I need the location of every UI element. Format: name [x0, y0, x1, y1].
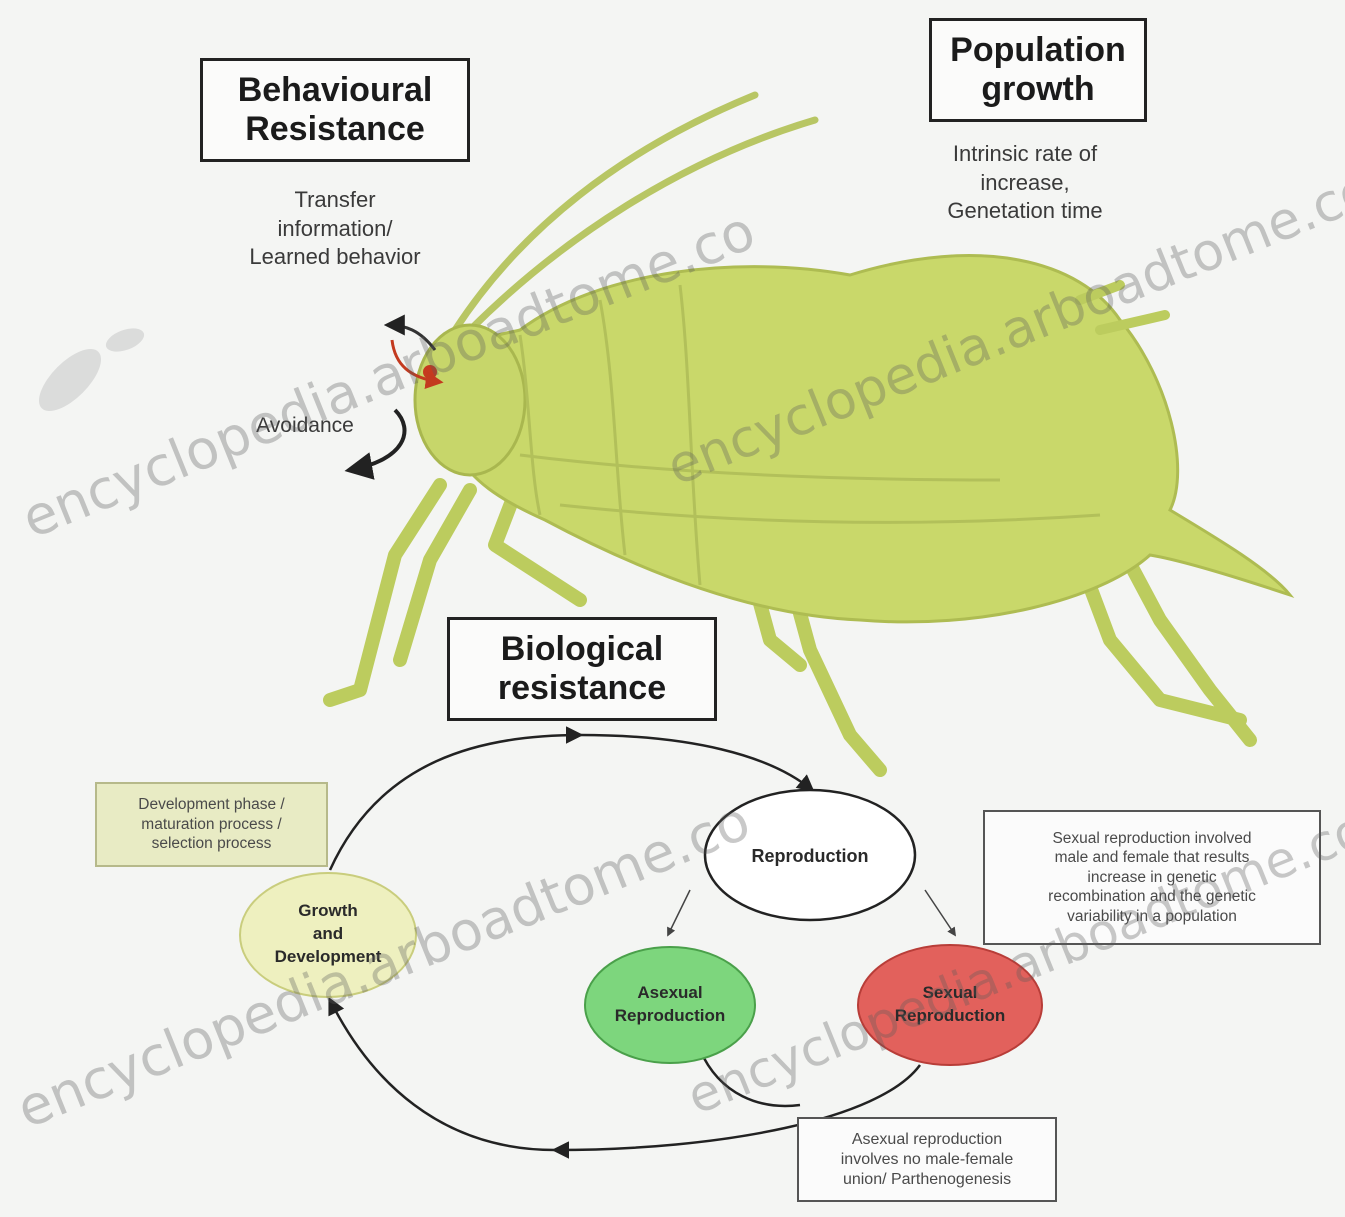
- sexual-label: Sexual Reproduction: [870, 982, 1030, 1028]
- asexual-label: Asexual Reproduction: [590, 982, 750, 1028]
- growth-label: Growth and Development: [240, 900, 416, 969]
- asexual-note-box: Asexual reproduction involves no male-fe…: [797, 1117, 1057, 1202]
- behavioural-resistance-title: Behavioural Resistance: [200, 58, 470, 162]
- biological-resistance-title: Biological resistance: [447, 617, 717, 721]
- development-box: Development phase / maturation process /…: [95, 782, 328, 867]
- reproduction-label: Reproduction: [705, 844, 915, 868]
- sexual-note-box: Sexual reproduction involved male and fe…: [983, 810, 1321, 945]
- information-arrow: [388, 325, 435, 350]
- fly-icon: [29, 324, 147, 421]
- population-growth-title: Population growth: [929, 18, 1147, 122]
- transfer-note: Transfer information/ Learned behavior: [205, 186, 465, 272]
- avoidance-label: Avoidance: [225, 412, 385, 439]
- aphid-body: [415, 256, 1290, 622]
- population-factors-note: Intrinsic rate of increase, Genetation t…: [905, 140, 1145, 226]
